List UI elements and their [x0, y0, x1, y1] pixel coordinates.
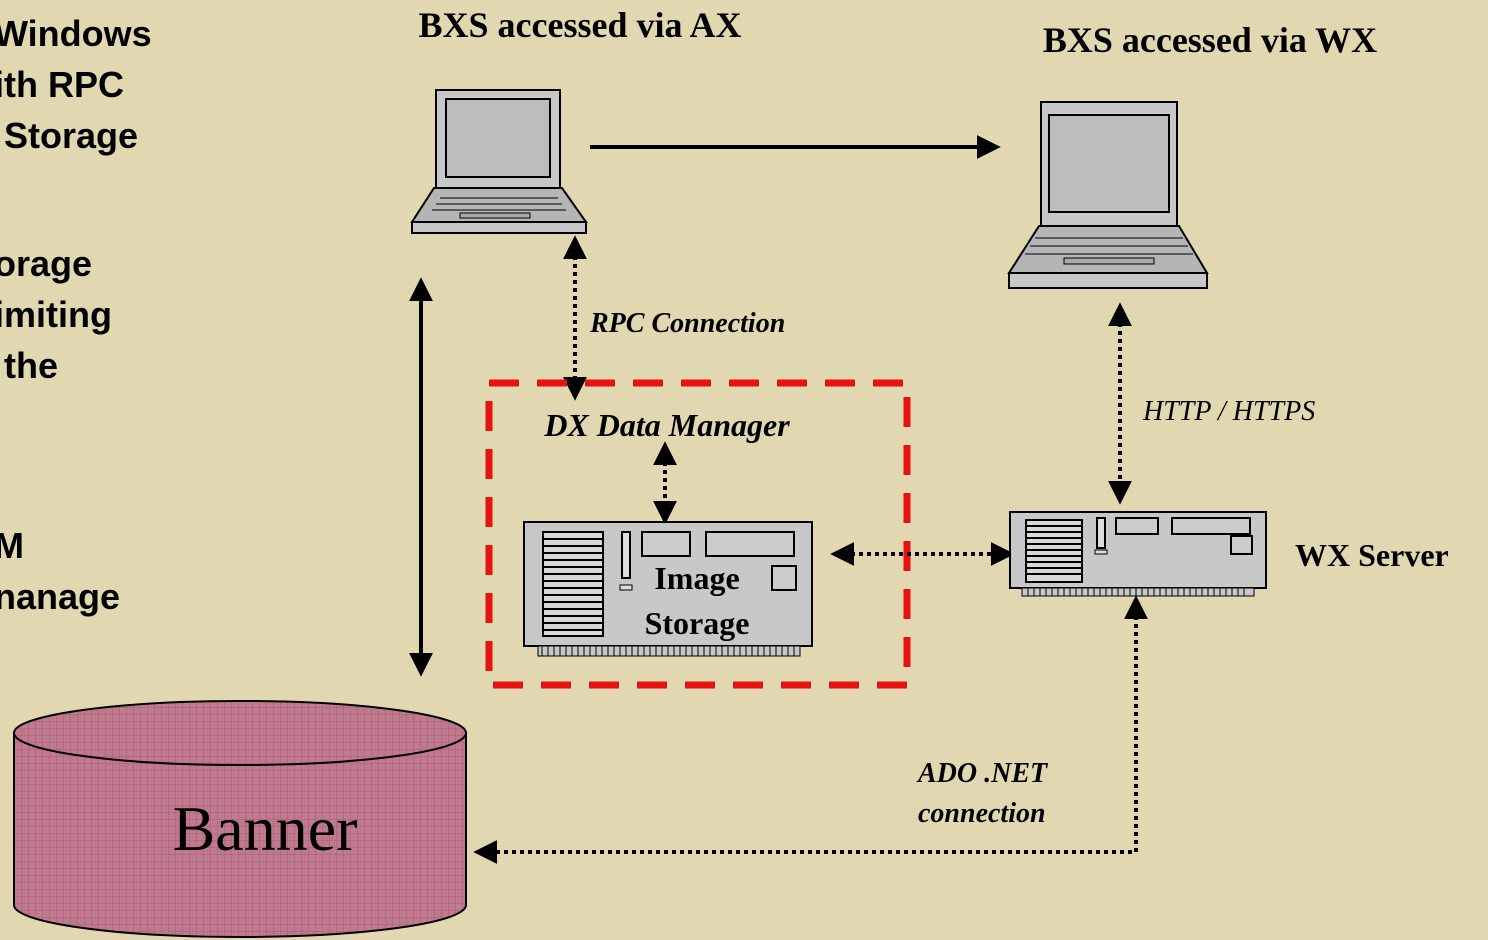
ado-label-line-2: connection [918, 798, 1046, 829]
database-label: Banner [173, 793, 358, 864]
storage-label-line-2: Storage [645, 605, 750, 641]
wx-server-icon [1009, 511, 1267, 597]
rpc-label: RPC Connection [589, 308, 785, 339]
http-label: HTTP / HTTPS [1142, 396, 1315, 427]
left-text-line-8: nanage [0, 576, 120, 617]
left-text-line-5: imiting [0, 294, 112, 335]
storage-label-line-1: Image [654, 560, 739, 596]
wx-title: BXS accessed via WX [1043, 20, 1377, 60]
ax-title: BXS accessed via AX [419, 5, 742, 45]
ax-laptop-icon [410, 89, 588, 234]
wx-laptop-icon [1007, 101, 1209, 289]
left-text-line-4: orage [0, 243, 92, 284]
left-text-line-3: Storage [0, 115, 138, 156]
ado-label-line-1: ADO .NET [916, 758, 1049, 789]
left-text-line-1: Windows [0, 13, 152, 54]
wx-server-label: WX Server [1295, 537, 1449, 573]
left-text-line-2: ith RPC [0, 64, 124, 105]
ado-connection-arrow [473, 595, 1148, 864]
left-text-line-7: M [0, 525, 24, 566]
left-text-block: Windows ith RPC Storage orage imiting th… [0, 13, 152, 617]
dx-label: DX Data Manager [543, 407, 790, 443]
left-text-line-6: the [0, 345, 58, 386]
banner-database-icon [13, 700, 467, 938]
